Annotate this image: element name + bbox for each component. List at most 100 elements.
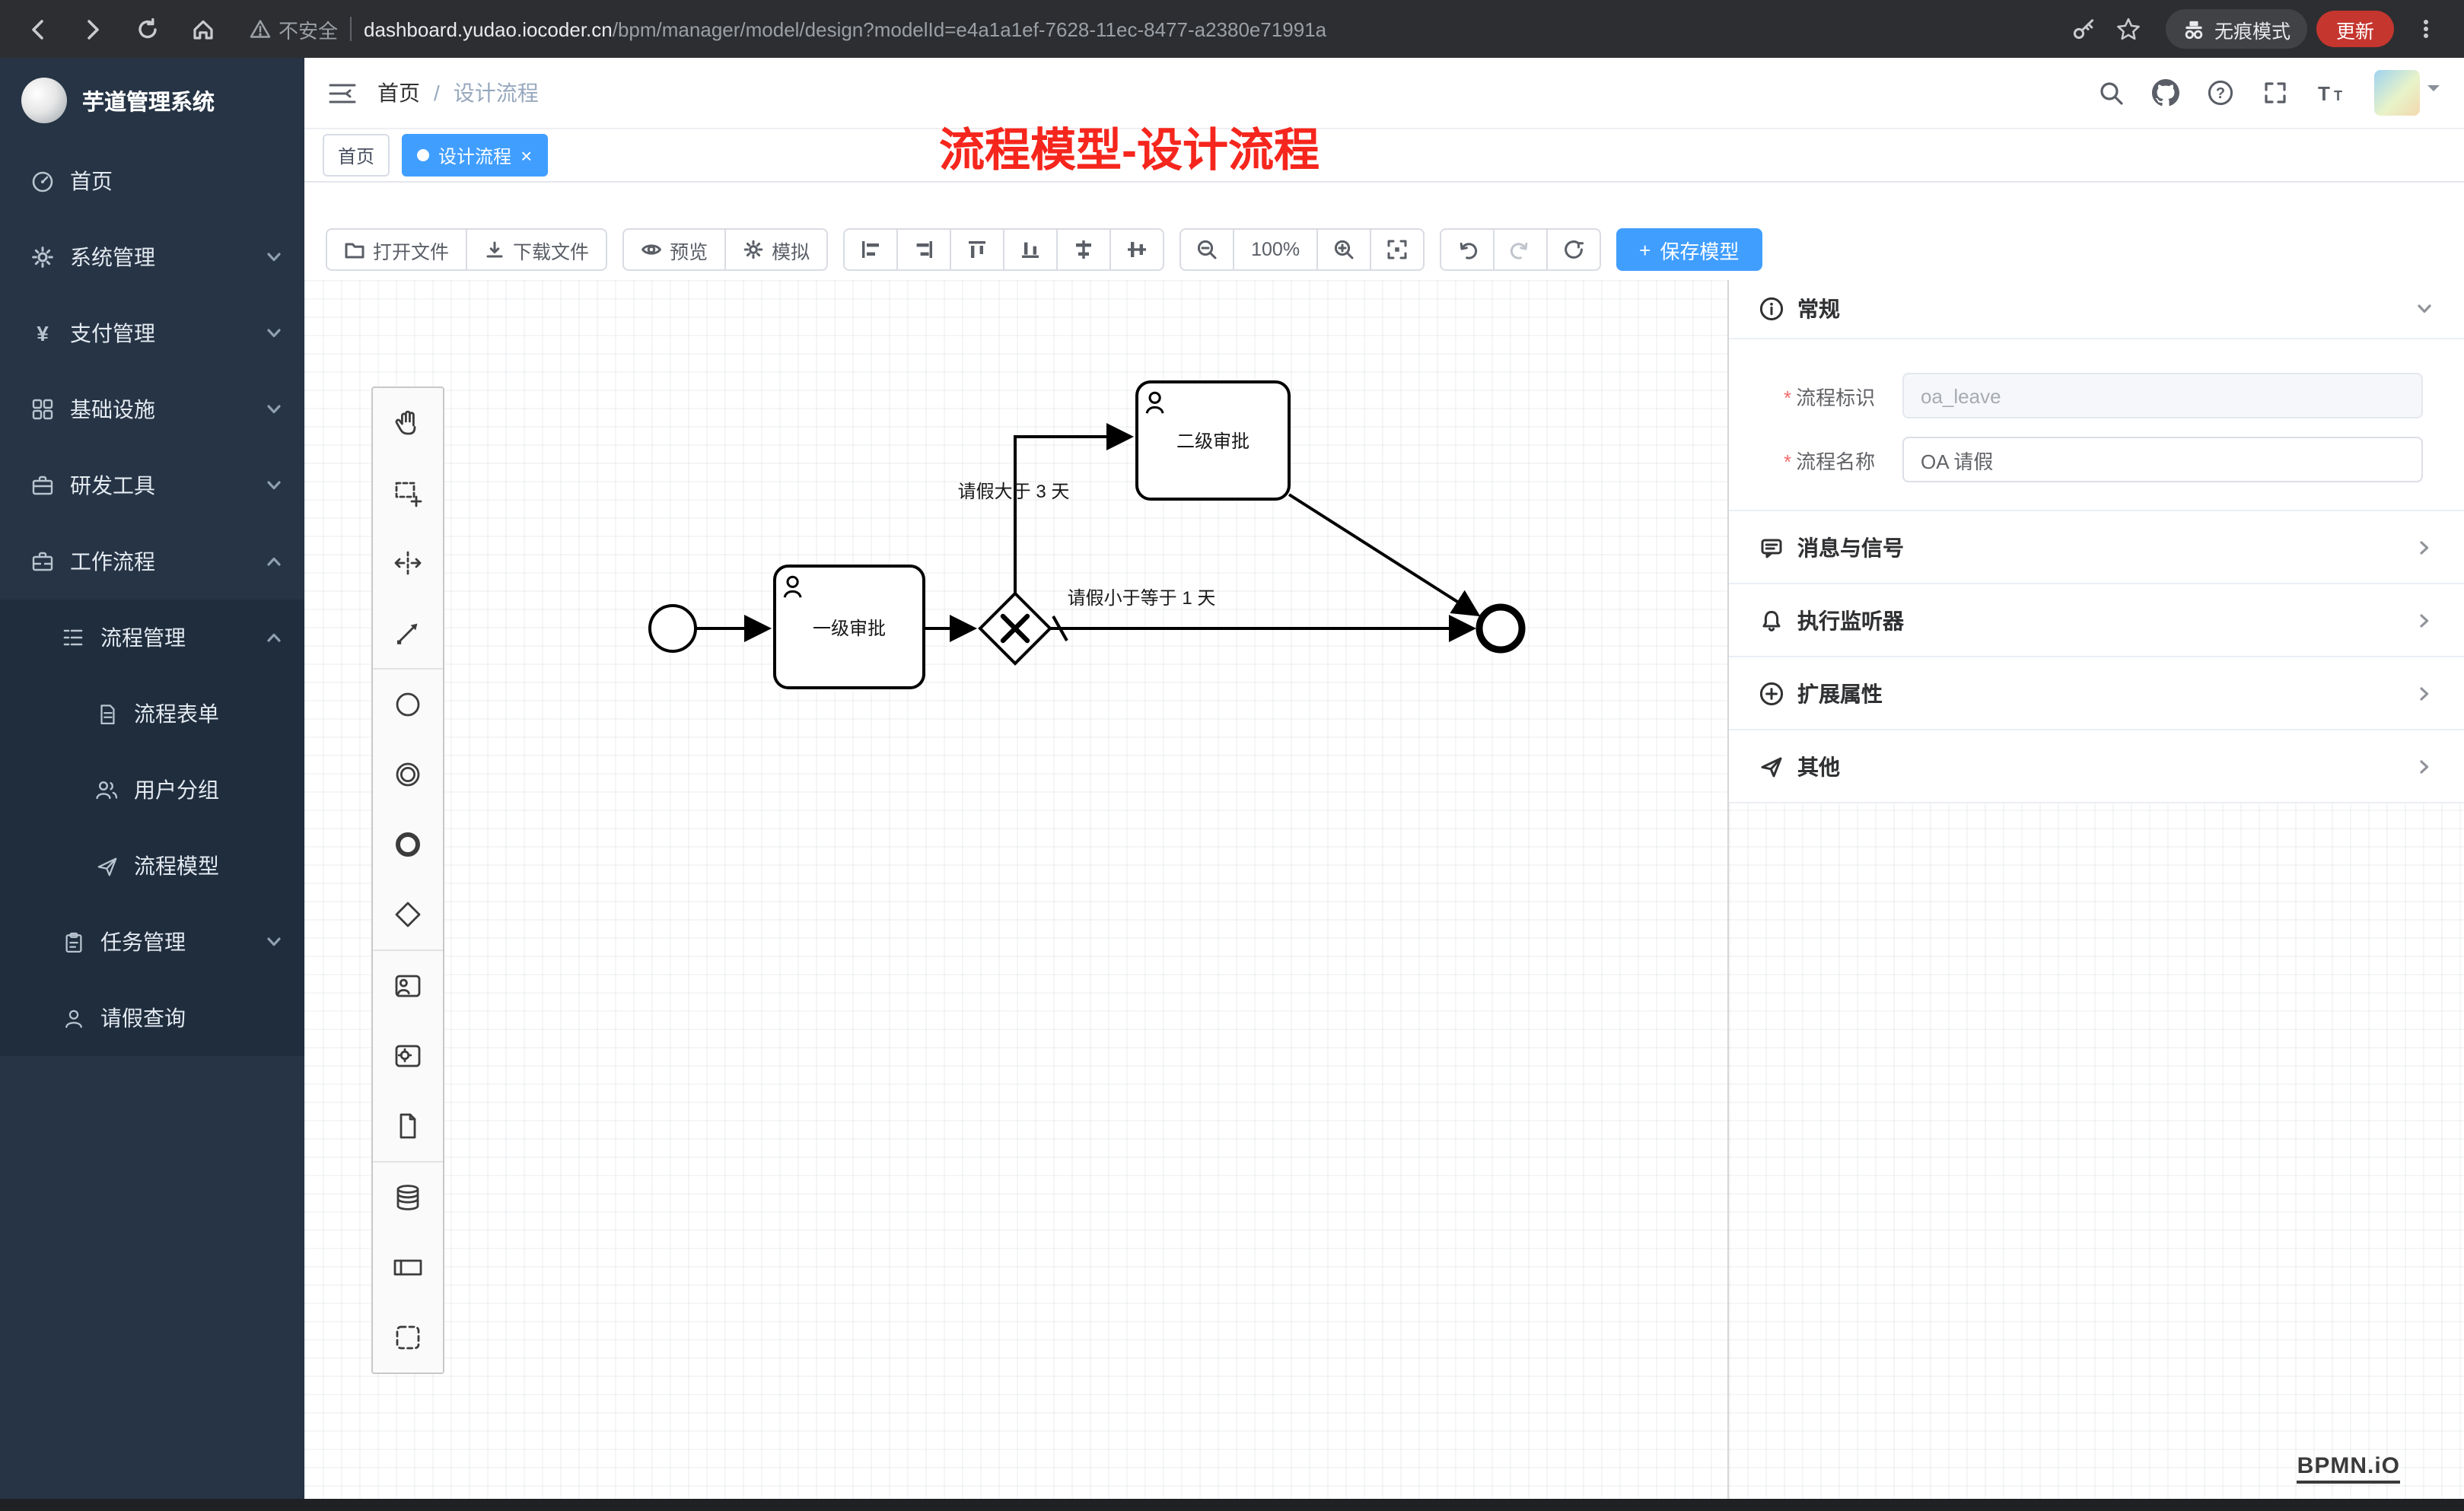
chevron-down-icon <box>265 326 283 341</box>
tab-design-active[interactable]: 设计流程 × <box>402 134 548 177</box>
align-left-button[interactable] <box>843 228 899 271</box>
user-avatar[interactable] <box>2374 70 2420 116</box>
breadcrumb-home[interactable]: 首页 <box>377 81 420 105</box>
bpmn-canvas[interactable]: 一级审批 <box>304 280 1727 1499</box>
forward-icon[interactable] <box>70 6 116 52</box>
user-task-level1[interactable]: 一级审批 <box>773 565 925 689</box>
redo-button[interactable] <box>1493 228 1549 271</box>
restart-button[interactable] <box>1546 228 1602 271</box>
flow-label-gt[interactable]: 请假大于 3 天 <box>958 482 1070 502</box>
align-bottom-icon <box>1022 242 1039 258</box>
flow-label-le[interactable]: 请假小于等于 1 天 <box>1068 588 1216 609</box>
align-top-button[interactable] <box>950 228 1005 271</box>
sidebar-item-process-mgmt[interactable]: 流程管理 <box>0 600 304 676</box>
sidebar-item-home[interactable]: 首页 <box>0 143 304 219</box>
zoom-in-button[interactable] <box>1316 228 1372 271</box>
search-icon[interactable] <box>2097 79 2125 107</box>
app-logo[interactable]: 芋道管理系统 <box>0 58 304 143</box>
align-button-group <box>843 228 1165 271</box>
exclusive-gateway[interactable] <box>978 591 1052 666</box>
align-bottom-button[interactable] <box>1003 228 1059 271</box>
process-name-input[interactable]: OA 请假 <box>1902 437 2423 482</box>
bookmark-star-icon[interactable] <box>2115 16 2141 42</box>
sidebar-item-leave-query[interactable]: 请假查询 <box>0 980 304 1056</box>
create-task[interactable] <box>373 1091 443 1163</box>
back-icon[interactable] <box>15 6 61 52</box>
sidebar-item-payment[interactable]: ¥ 支付管理 <box>0 295 304 371</box>
sidebar-item-infrastructure[interactable]: 基础设施 <box>0 371 304 447</box>
section-title: 其他 <box>1797 754 1840 778</box>
simulate-button[interactable]: 模拟 <box>724 228 829 271</box>
sidebar-item-label: 首页 <box>70 169 113 193</box>
open-file-button[interactable]: 打开文件 <box>326 228 468 271</box>
undo-button[interactable] <box>1440 228 1495 271</box>
align-center-v-icon <box>1128 242 1147 257</box>
section-message-signal[interactable]: 消息与信号 <box>1729 510 2464 583</box>
create-intermediate-event[interactable] <box>373 740 443 810</box>
tab-close-icon[interactable]: × <box>520 144 533 167</box>
redo-icon <box>1511 242 1528 259</box>
create-group[interactable] <box>373 1303 443 1373</box>
section-other[interactable]: 其他 <box>1729 729 2464 803</box>
create-end-event[interactable] <box>373 810 443 880</box>
properties-panel: 常规 *流程标识 oa_leave *流程名称 OA 请假 <box>1729 280 2464 803</box>
global-connect-tool[interactable] <box>373 598 443 670</box>
section-extended-properties[interactable]: 扩展属性 <box>1729 656 2464 729</box>
space-tool[interactable] <box>373 528 443 598</box>
svg-text:?: ? <box>2216 85 2225 102</box>
create-user-task[interactable] <box>373 951 443 1021</box>
sidebar-item-task-mgmt[interactable]: 任务管理 <box>0 904 304 980</box>
zoom-out-button[interactable] <box>1179 228 1235 271</box>
flow-task2-to-end[interactable] <box>1288 493 1481 617</box>
sidebar-collapse-icon[interactable] <box>329 81 356 104</box>
preview-button[interactable]: 预览 <box>622 228 727 271</box>
fullscreen-icon[interactable] <box>2262 79 2289 107</box>
bpmn-io-logo[interactable]: BPMN.iO <box>2297 1453 2400 1484</box>
section-general[interactable]: 常规 <box>1729 280 2464 339</box>
start-event[interactable] <box>648 604 697 653</box>
github-icon[interactable] <box>2152 79 2179 107</box>
sidebar-item-user-group[interactable]: 用户分组 <box>0 752 304 828</box>
avatar-caret-icon[interactable] <box>2427 85 2440 97</box>
create-start-event[interactable] <box>373 670 443 740</box>
sidebar-item-system[interactable]: 系统管理 <box>0 219 304 295</box>
bell-icon <box>1762 609 1781 631</box>
save-model-button[interactable]: + 保存模型 <box>1616 228 1762 271</box>
align-center-vertical-button[interactable] <box>1109 228 1165 271</box>
create-participant[interactable] <box>373 1233 443 1303</box>
button-label: 下载文件 <box>513 241 590 262</box>
flow-gateway-to-task2[interactable] <box>1014 423 1134 593</box>
user-task-level2[interactable]: 二级审批 <box>1135 380 1291 501</box>
align-center-horizontal-button[interactable] <box>1056 228 1112 271</box>
url-text[interactable]: dashboard.yudao.iocoder.cn/bpm/manager/m… <box>364 17 1326 40</box>
sidebar-item-devtools[interactable]: 研发工具 <box>0 447 304 523</box>
users-icon <box>94 778 119 802</box>
browser-menu-icon[interactable] <box>2403 6 2449 52</box>
sidebar-item-process-form[interactable]: 流程表单 <box>0 676 304 752</box>
zoom-reset-button[interactable] <box>1370 228 1425 271</box>
create-service-task[interactable] <box>373 1021 443 1091</box>
password-key-icon[interactable] <box>2071 16 2097 42</box>
align-right-button[interactable] <box>896 228 952 271</box>
hand-tool[interactable] <box>373 388 443 458</box>
create-gateway[interactable] <box>373 880 443 951</box>
create-data-store[interactable] <box>373 1163 443 1233</box>
sidebar-item-workflow[interactable]: 工作流程 <box>0 523 304 600</box>
tab-home[interactable]: 首页 <box>323 134 390 177</box>
chrome-update-button[interactable]: 更新 <box>2316 11 2394 47</box>
clipboard-icon <box>61 930 85 953</box>
section-execution-listener[interactable]: 执行监听器 <box>1729 583 2464 656</box>
address-bar[interactable]: 不安全 dashboard.yudao.iocoder.cn/bpm/manag… <box>234 14 2157 43</box>
home-icon[interactable] <box>180 6 225 52</box>
lasso-tool[interactable] <box>373 458 443 528</box>
end-event[interactable] <box>1476 603 1526 654</box>
process-key-input[interactable]: oa_leave <box>1902 373 2423 418</box>
bpmn-palette <box>371 386 444 1374</box>
svg-text:T: T <box>2318 82 2330 105</box>
download-file-button[interactable]: 下载文件 <box>466 228 608 271</box>
help-icon[interactable]: ? <box>2207 79 2234 107</box>
url-domain: dashboard.yudao.iocoder.cn <box>364 17 613 40</box>
reload-icon[interactable] <box>125 6 170 52</box>
sidebar-item-process-model[interactable]: 流程模型 <box>0 828 304 904</box>
